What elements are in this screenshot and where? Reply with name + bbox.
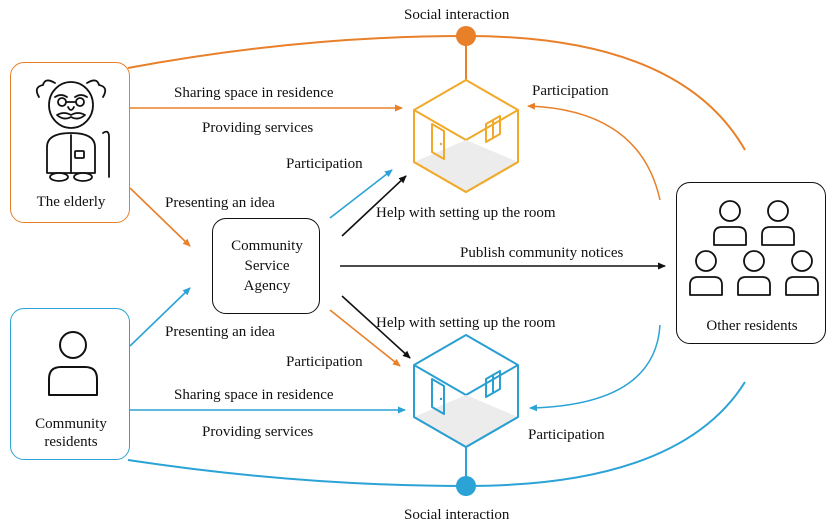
label-residents-presenting-idea: Presenting an idea [165, 324, 275, 340]
label-elderly-sharing-space: Sharing space in residence [174, 85, 334, 101]
label-agency-help-bottom: Help with setting up the room [376, 315, 556, 331]
label-social-interaction-bottom: Social interaction [404, 507, 510, 523]
arrow-residents-presenting-idea [129, 287, 191, 347]
node-other-residents: Other residents [676, 182, 826, 344]
room-bottom-icon [413, 334, 519, 448]
label-social-interaction-top: Social interaction [404, 7, 510, 23]
elderly-person-icon [35, 79, 110, 182]
label-residents-providing-services: Providing services [202, 424, 314, 440]
arrow-agency-participation-top [329, 169, 393, 219]
node-community-residents-label-line1: Community [35, 416, 107, 432]
label-others-participation-bottom: Participation [528, 427, 605, 443]
label-residents-sharing-space: Sharing space in residence [174, 387, 334, 403]
label-agency-participation-top: Participation [286, 156, 363, 172]
node-community-residents-label-line2: residents [44, 434, 98, 450]
node-agency-label-line2: Service [244, 258, 290, 274]
group-of-people-icon [689, 200, 819, 296]
node-community-residents: Community residents [10, 308, 130, 460]
label-elderly-presenting-idea: Presenting an idea [165, 195, 275, 211]
arrow-others-participation-top [527, 102, 661, 201]
node-other-residents-label: Other residents [706, 318, 798, 334]
node-agency-label-line1: Community [231, 238, 303, 254]
room-top-icon [413, 79, 519, 193]
label-elderly-providing-services: Providing services [202, 120, 314, 136]
node-elderly: The elderly [10, 62, 130, 223]
social-interaction-top-node [456, 26, 476, 46]
node-agency-label-line3: Agency [243, 278, 291, 294]
arrow-others-participation-bottom [529, 324, 661, 412]
person-icon [48, 331, 98, 396]
social-interaction-bottom-node [456, 476, 476, 496]
label-agency-participation-bottom: Participation [286, 354, 363, 370]
label-agency-publish: Publish community notices [460, 245, 624, 261]
label-others-participation-top: Participation [532, 83, 609, 99]
arrow-agency-help-bottom [341, 295, 411, 359]
arrow-agency-help-top [341, 175, 407, 237]
label-agency-help-top: Help with setting up the room [376, 205, 556, 221]
node-community-service-agency: Community Service Agency [212, 218, 320, 314]
arrow-agency-participation-bottom [329, 309, 401, 367]
node-elderly-label: The elderly [36, 194, 106, 210]
arrow-elderly-presenting-idea [129, 187, 191, 247]
